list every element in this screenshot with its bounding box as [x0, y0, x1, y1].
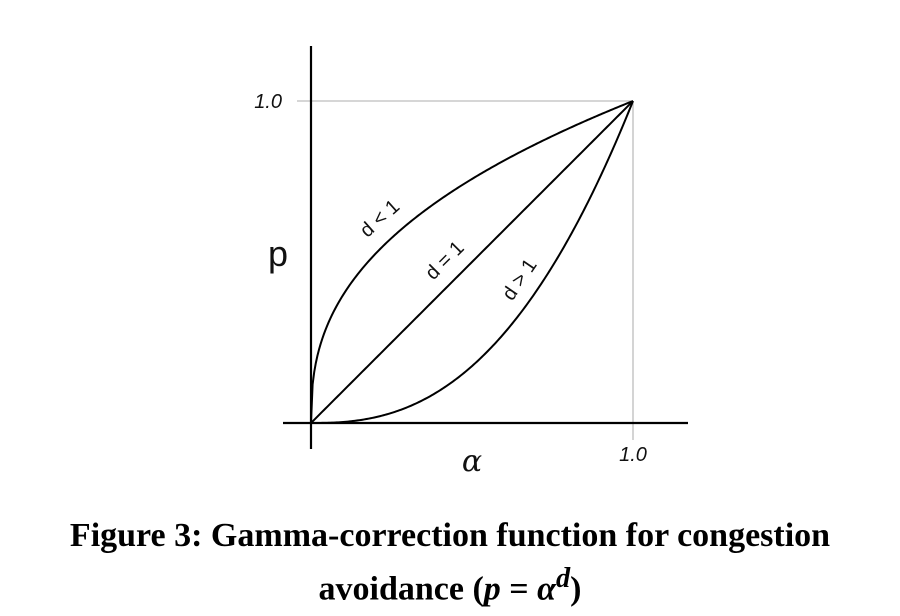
y-tick-label: 1.0 [254, 91, 282, 113]
caption-p: p [483, 570, 501, 608]
x-axis-label: α [462, 444, 482, 479]
figure-caption: Figure 3: Gamma-correction function for … [0, 514, 900, 610]
series-labels-group: d < 1 d = 1 d > 1 [356, 196, 542, 305]
caption-line-2: avoidance (p = αd) [0, 557, 900, 610]
series-line-2 [310, 100, 634, 424]
caption-prefix: avoidance ( [318, 570, 484, 608]
series-line-3 [311, 100, 634, 424]
caption-exponent: d [555, 563, 571, 594]
caption-line-1: Figure 3: Gamma-correction function for … [69, 517, 831, 554]
gamma-correction-chart: 1.0 1.0 p α d < 1 d = 1 d > 1 [254, 46, 688, 479]
series-label-1: d < 1 [356, 196, 404, 242]
series-line-1 [310, 100, 634, 424]
series-label-2: d = 1 [421, 237, 468, 284]
caption-suffix: ) [570, 570, 582, 608]
y-axis-label: p [268, 233, 288, 274]
series-label-3: d > 1 [498, 255, 542, 305]
x-tick-label: 1.0 [619, 444, 647, 466]
caption-alpha: α [537, 570, 556, 608]
caption-equals: = [500, 570, 538, 608]
series-group [310, 100, 634, 424]
